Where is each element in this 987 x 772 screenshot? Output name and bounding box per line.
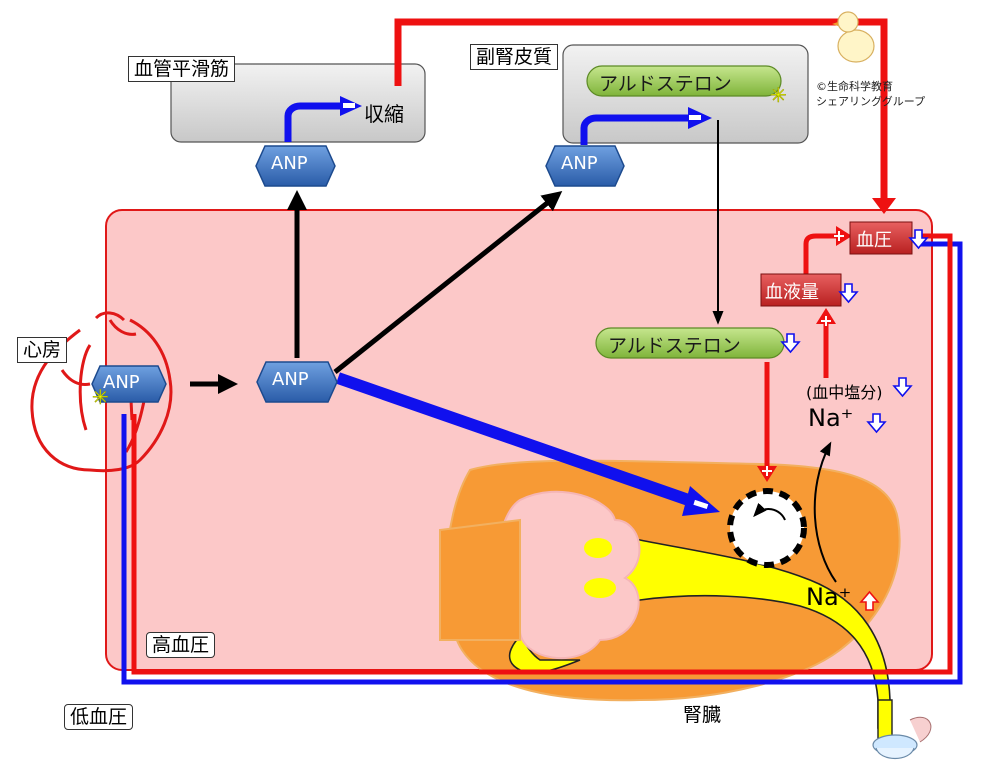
- contraction-label: 収縮: [364, 102, 404, 126]
- adrenal-minus-mark: [689, 115, 701, 120]
- aldosterone-adrenal-pill: [586, 65, 782, 97]
- asterisk-atrium: ✳: [92, 385, 109, 409]
- sodium-transporter: [727, 488, 807, 568]
- anp-atrium-hex: [91, 365, 167, 403]
- anp-adrenal-inhibit-arrow: [580, 114, 690, 145]
- decrease-arrows: [780, 229, 929, 434]
- anp-atrium-text: ANP: [103, 372, 140, 393]
- red-high-bp-line: [131, 233, 953, 675]
- salt-plus-mark: [821, 316, 831, 326]
- low-blood-pressure-label: 低血圧: [64, 704, 134, 730]
- glomerulus-inner-b: [584, 578, 616, 598]
- anp-vsm-inhibit-arrow: [284, 102, 344, 142]
- copyright-line2: シェアリンググループ: [816, 95, 926, 108]
- copyright-line1: ©生命科学教育: [816, 80, 893, 93]
- aldosterone-blood-text: アルドステロン: [608, 335, 741, 357]
- vsm-minus-mark: [343, 103, 355, 108]
- anp-to-adrenal-arrow: [333, 191, 563, 374]
- sodium-lower-label: Na⁺: [806, 583, 852, 611]
- anp-vsm-text: ANP: [271, 153, 308, 174]
- kidney-label: 腎臓: [683, 704, 722, 726]
- high-blood-pressure-label: 高血圧: [146, 632, 216, 658]
- glomerulus-inner-a: [584, 538, 612, 558]
- anp-to-kidney-inhibit-arrow: [336, 372, 702, 510]
- afferent-vessel: [439, 518, 521, 641]
- blood-volume-text: 血液量: [765, 282, 819, 303]
- aldosterone-adrenal-text: アルドステロン: [599, 73, 732, 95]
- anp-to-kidney-inhibit-head: [682, 486, 720, 516]
- atrium-label: 心房: [17, 337, 68, 363]
- asterisk-adrenal: ✳: [770, 83, 787, 107]
- adrenal-cortex-label: 副腎皮質: [470, 44, 559, 70]
- blood-pressure-text: 血圧: [856, 230, 892, 251]
- anp-adrenal-hex: [545, 145, 625, 187]
- kidney-minus-mark: [693, 499, 709, 510]
- mascot-chick: [832, 11, 875, 63]
- blue-low-bp-line: [121, 241, 963, 685]
- transporter-rotation-arrow: [753, 502, 786, 521]
- aldosterone-plus-mark: [762, 466, 772, 476]
- anp-center-hex: [256, 361, 338, 403]
- blood-salt-label: (血中塩分): [806, 383, 883, 402]
- increase-arrow: [859, 590, 880, 611]
- anp-center-text: ANP: [272, 369, 309, 390]
- sodium-upper-label: Na⁺: [808, 404, 854, 432]
- red-feedback-arrowhead: [872, 198, 896, 214]
- volume-to-bp-line: [803, 233, 840, 274]
- sodium-reabsorption-arrow: [813, 441, 837, 583]
- blood-volume-box: [760, 273, 842, 307]
- volume-plus-mark: [834, 231, 844, 241]
- toilet-illustration: [872, 716, 932, 760]
- vascular-smooth-muscle-label: 血管平滑筋: [128, 56, 236, 82]
- anp-vsm-hex: [255, 145, 336, 187]
- anp-adrenal-text: ANP: [561, 153, 598, 174]
- red-feedback-line: [394, 18, 888, 202]
